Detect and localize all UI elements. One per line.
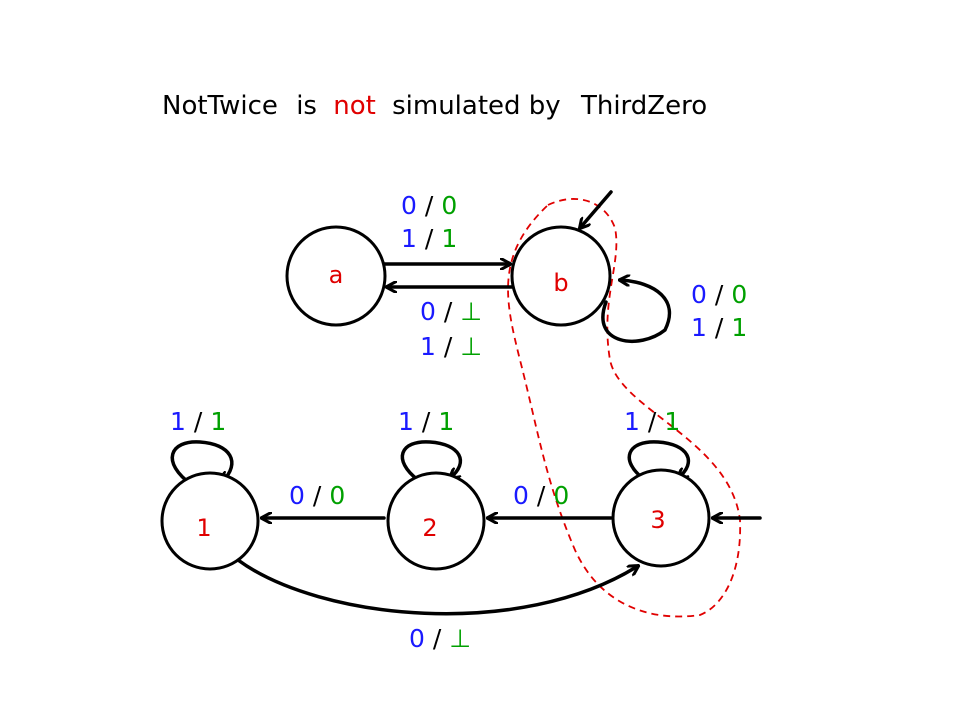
title-part-not: not bbox=[333, 91, 376, 121]
label-1-to-3: 0/⊥ bbox=[409, 624, 471, 653]
label-a-to-b-0: 0/0 bbox=[401, 191, 457, 220]
title-part-simulated: simulated by bbox=[392, 91, 561, 121]
node-b bbox=[510, 225, 612, 327]
label-b-to-a-1: 1/⊥ bbox=[420, 332, 482, 361]
node-3 bbox=[611, 468, 711, 568]
title-part-nottwice: NotTwice bbox=[162, 91, 278, 121]
node-2 bbox=[386, 471, 486, 571]
edge-2-self-loop bbox=[400, 440, 463, 482]
simulation-region bbox=[507, 198, 741, 618]
initial-arrow-b bbox=[580, 190, 613, 228]
node-2-label: 2 bbox=[422, 514, 437, 542]
title-part-is: is bbox=[296, 91, 317, 121]
node-a bbox=[285, 225, 387, 327]
label-2-self: 1/1 bbox=[398, 407, 454, 436]
node-b-label: b bbox=[553, 269, 568, 297]
edge-b-self-loop bbox=[601, 280, 672, 343]
label-b-to-a-0: 0/⊥ bbox=[420, 297, 482, 326]
label-2-to-1: 0/0 bbox=[289, 481, 345, 510]
node-3-label: 3 bbox=[650, 506, 665, 534]
title-part-thirdzero: ThirdZero bbox=[580, 91, 707, 121]
label-1-self: 1/1 bbox=[170, 407, 226, 436]
node-1 bbox=[160, 471, 260, 571]
label-b-self-1: 1/1 bbox=[691, 313, 747, 342]
edge-1-self-loop bbox=[170, 440, 234, 487]
edge-1-to-3 bbox=[236, 558, 638, 616]
node-a-label: a bbox=[329, 261, 344, 289]
label-3-self: 1/1 bbox=[624, 407, 680, 436]
label-b-self-0: 0/0 bbox=[691, 280, 747, 309]
label-3-to-2: 0/0 bbox=[513, 481, 569, 510]
node-1-label: 1 bbox=[196, 514, 211, 542]
page-title: NotTwice is not simulated by ThirdZero bbox=[162, 91, 707, 121]
label-a-to-b-1: 1/1 bbox=[401, 224, 457, 253]
edge-3-self-loop bbox=[627, 440, 691, 482]
